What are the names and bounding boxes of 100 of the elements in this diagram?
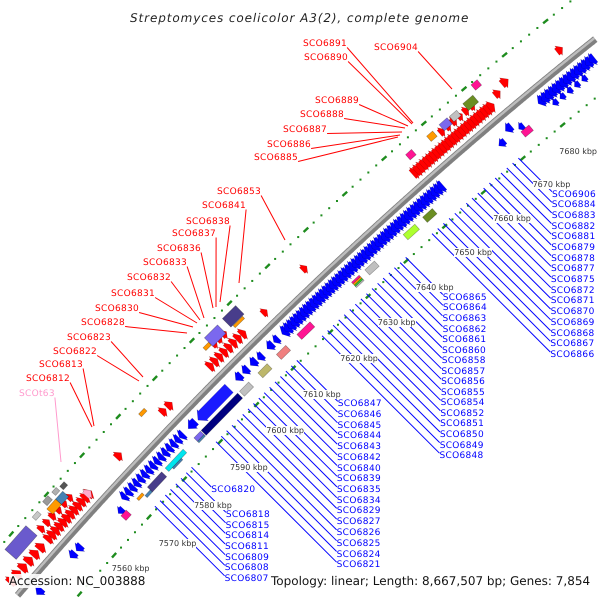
leader-line [483,188,552,256]
gene-label: SCO6841 [202,202,246,210]
gene-label: SCO6811 [225,542,270,552]
leader-line [186,266,204,318]
position-label: 7610 kbp [303,390,341,399]
gene-label: SCO6888 [300,110,344,120]
leader-line [326,132,402,134]
leader-line [200,252,214,308]
gene-label: SCO6891 [303,40,348,48]
gene-label: SCO6832 [127,274,172,282]
leader-line [138,312,194,328]
gene-label: SCO6846 [338,411,382,420]
position-label: 7660 kbp [493,214,531,223]
gene-label: SCO6844 [337,432,382,442]
gene-label: SCO6864 [442,304,487,314]
gene-label: SCO6879 [551,244,596,253]
leader-line [260,195,286,240]
position-label: 7590 kbp [230,463,268,472]
gene-label: SCO6861 [442,336,486,346]
leader-line [344,314,441,412]
leader-line [394,267,443,316]
leader-line [154,297,198,324]
gene-label: SCO6884 [552,201,596,210]
leader-line [354,304,442,390]
leader-line [258,398,338,477]
leader-line [488,182,552,246]
leader-line [154,506,226,576]
position-label: 7560 kbp [112,564,150,573]
leader-line [160,500,226,566]
gene-label: SCO6813 [39,360,84,370]
gene-label: SCO6875 [550,276,595,285]
leader-line [124,326,188,334]
gene-label: SCO6881 [551,233,596,242]
gene-label: SCO6839 [336,475,381,484]
gene-label: SCO6808 [224,564,269,574]
leader-line [170,488,226,544]
gene-label: SCO6820 [211,486,256,495]
leader-line [454,212,552,310]
leader-line [327,330,440,444]
gene-label: SCO6885 [254,154,298,162]
gene-label: SCO6815 [226,522,270,531]
leader-line [472,198,552,278]
position-label: 7620 kbp [340,354,378,363]
leader-line [494,178,552,235]
leader-line [310,134,400,149]
gene-label: SCO6878 [551,254,596,264]
leader-line [432,233,551,353]
gene-label: SCO6807 [224,574,269,584]
leader-line [242,414,338,509]
gene-label: SCO6812 [26,374,70,384]
gene-label: SCO6887 [283,126,328,134]
leader-line [418,51,452,90]
leader-line [372,288,442,359]
gene-label: SCO6848 [440,452,484,462]
leader-line [442,222,551,332]
gene-label: SCO6854 [440,399,485,408]
position-label: 7650 kbp [454,248,492,257]
gene-label: SCO6827 [336,518,381,528]
gene-label: SCO6853 [217,188,262,196]
leader-line [460,208,552,299]
gene-label: SCO6843 [337,443,382,452]
gene-label: SCO6836 [157,244,202,254]
leader-line [264,392,338,466]
leader-line [170,281,200,320]
leader-line [448,218,552,320]
leader-line [437,228,551,342]
position-label: 7680 kbp [559,146,597,156]
gene-label: SCO6850 [440,431,484,440]
gene-label: SCO6862 [442,326,487,335]
leader-line [216,237,217,308]
gene-label: SCO6838 [186,218,230,226]
leader-line [232,424,338,530]
leader-line [175,483,226,534]
gene-label: SCO6837 [172,230,216,238]
leader-line [269,386,338,456]
gene-label: SCOt63 [19,390,55,398]
gene-label: SCO6851 [440,420,484,430]
gene-label: SCO6842 [337,454,382,463]
leader-line [298,136,398,162]
leader-line [322,335,440,454]
leader-line [220,436,338,552]
leader-line [82,368,94,426]
leader-line [332,324,440,432]
leader-line [500,172,552,224]
gene-label: SCO6857 [441,368,486,377]
position-label: 7670 kbp [532,180,570,189]
gene-label: SCO6845 [338,422,382,431]
leader-line [344,118,406,128]
position-label: 7570 kbp [158,538,196,548]
leader-line [366,293,442,370]
leader-line [477,192,552,267]
gene-label: SCO6871 [550,297,595,306]
leader-line [346,47,414,124]
gene-label: SCO6840 [337,464,382,474]
position-label: 7630 kbp [378,318,416,327]
leader-line [338,319,441,422]
leader-line [466,202,552,288]
gene-label: SCO6882 [552,222,596,232]
gene-label: SCO6847 [338,400,382,410]
genome-summary-text: Topology: linear; Length: 8,667,507 bp; Genes: 7,854 [271,574,590,588]
